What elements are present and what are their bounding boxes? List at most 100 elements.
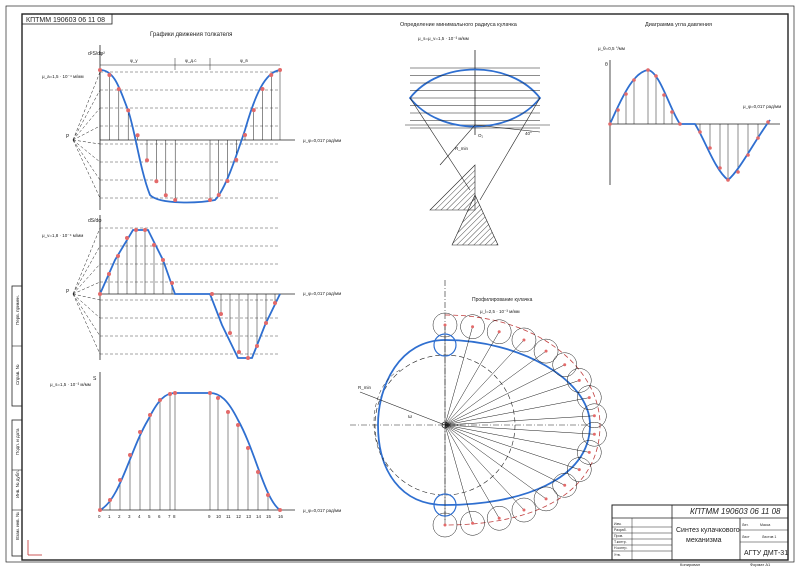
graphs-title: Графики движения толкателя <box>150 32 232 38</box>
cam-ray <box>444 424 595 435</box>
roller-center <box>522 508 526 512</box>
disp-point <box>138 430 142 434</box>
accel-point <box>98 68 102 72</box>
role-6: Утв. <box>614 553 621 557</box>
ucs-icon <box>27 540 42 556</box>
cam-ray <box>444 424 590 453</box>
accel-point <box>216 193 221 198</box>
disp-tick-label: 2 <box>118 514 121 519</box>
cam-center <box>441 421 449 429</box>
disp-tick-label: 4 <box>138 514 141 519</box>
disp-point <box>173 391 177 395</box>
speed-point <box>219 312 223 316</box>
disp-tick-label: 15 <box>266 514 272 519</box>
pressure-point <box>654 74 658 78</box>
accel-ray <box>72 139 101 181</box>
disp-tick-label: 16 <box>278 514 284 519</box>
role-2: Разраб. <box>614 528 627 532</box>
speed-point <box>107 272 111 276</box>
code-box <box>21 13 113 25</box>
role-3: Пров. <box>614 534 623 538</box>
litera: Лит. <box>742 523 748 527</box>
pressure-point <box>708 146 712 150</box>
disp-point <box>118 478 122 482</box>
speed-ray <box>72 293 101 319</box>
cam-ray <box>444 424 500 519</box>
roller-position <box>577 440 602 465</box>
pressure-point <box>624 92 628 96</box>
roller-center <box>544 349 548 353</box>
disp-point <box>168 392 172 396</box>
doc-name-line1: Синтез кулачкового <box>676 527 740 534</box>
disp-tick-label: 11 <box>226 514 231 519</box>
accel-ray <box>72 139 101 163</box>
accel-point <box>135 133 140 138</box>
disp-tick-label: 5 <box>148 514 151 519</box>
accel-point <box>208 198 212 202</box>
code-rotated: КПТММ 190603 06 11 08 <box>26 17 105 24</box>
disp-tick-label: 7 <box>168 514 171 519</box>
doc-name-line2: механизма <box>686 537 722 544</box>
roller-center <box>471 521 475 525</box>
accel-scale-label: μ_a=1,5 · 10⁻⁴ м/мм <box>42 74 84 79</box>
disp-point <box>148 413 152 417</box>
disp-tick-label: 0 <box>98 514 101 519</box>
disp-tick-label: 13 <box>246 514 252 519</box>
roller-center <box>497 330 501 334</box>
speed-ray <box>72 227 101 295</box>
roller-center <box>443 523 447 527</box>
end-roller <box>433 493 457 517</box>
disp-tick-label: 3 <box>128 514 131 519</box>
accel-point <box>154 179 159 184</box>
phase-label-3: φ_в <box>240 58 248 63</box>
roller-position <box>432 312 458 338</box>
disp-tick-label: 8 <box>173 514 176 519</box>
cam-ray <box>444 397 590 426</box>
cam-ray <box>444 415 595 426</box>
role-1: Изм. <box>614 522 622 526</box>
disp-scale-label: μ_s=1,5 · 10⁻³ м/мм <box>50 382 91 387</box>
side-label-3: Подп. и дата <box>15 428 20 455</box>
start-roller <box>433 333 457 357</box>
phase-label-2: φ_д.с <box>185 58 197 63</box>
pressure-y-scale: μ_θ=0,5 °/мм <box>598 46 625 51</box>
disp-point <box>256 470 260 474</box>
mass: Масса <box>760 523 770 527</box>
min-radius-scale: μ_s=μ_v=1,5 · 10⁻³ м/мм <box>418 36 469 41</box>
side-label-2: Справ. № <box>15 364 20 385</box>
speed-point <box>264 321 268 325</box>
accel-point <box>260 87 265 92</box>
velocity-curve <box>99 229 281 359</box>
pressure-point <box>678 122 682 126</box>
disp-point <box>266 493 270 497</box>
pressure-curve <box>609 69 771 182</box>
roller-position <box>533 486 559 512</box>
outer-border <box>5 5 795 563</box>
pressure-point <box>670 110 674 114</box>
disp-point <box>226 410 230 414</box>
hatched-zone-2 <box>451 194 499 246</box>
roller-position <box>460 314 485 339</box>
min-radius-title: Определение минимального радиуса кулачка <box>400 22 518 28</box>
disp-y-axis-label: S <box>93 376 97 382</box>
roller-center <box>522 338 526 342</box>
accel-ray <box>72 139 101 199</box>
pressure-point <box>766 120 770 124</box>
side-label-1: Перв. примен. <box>15 295 20 325</box>
accel-point <box>234 157 239 162</box>
cam-ray <box>444 424 525 511</box>
accel-ray <box>72 107 101 141</box>
roller-center <box>577 468 581 472</box>
pressure-point <box>718 166 722 170</box>
roller-position <box>552 473 577 498</box>
roller-position <box>533 338 559 364</box>
disp-point <box>98 508 102 512</box>
cam-profile: Профилирование кулачка μ_l=2,5 · 10⁻³ м/… <box>350 280 607 538</box>
cam-profile-curve <box>377 339 591 506</box>
roller-center <box>563 483 567 487</box>
pressure-point <box>608 122 612 126</box>
hatched-zone-1 <box>429 164 476 211</box>
side-label-4: Инв. № дубл. <box>15 470 20 498</box>
speed-point <box>143 228 147 232</box>
accel-point <box>116 87 121 92</box>
